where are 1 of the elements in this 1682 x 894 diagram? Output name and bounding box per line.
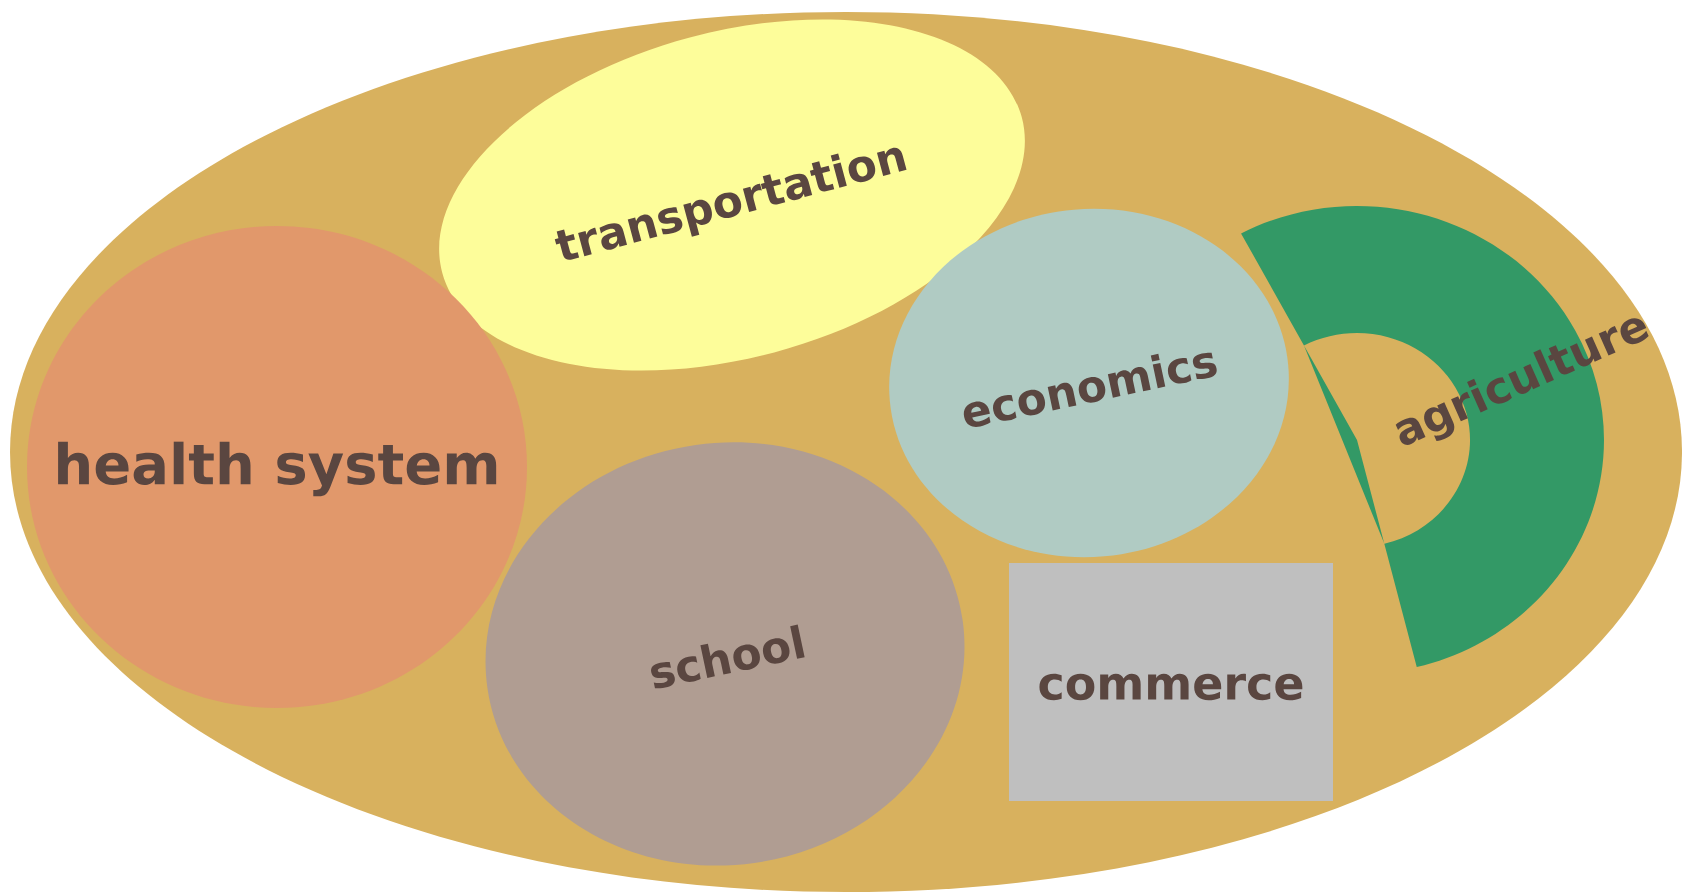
- commerce-box: commerce: [1009, 563, 1333, 801]
